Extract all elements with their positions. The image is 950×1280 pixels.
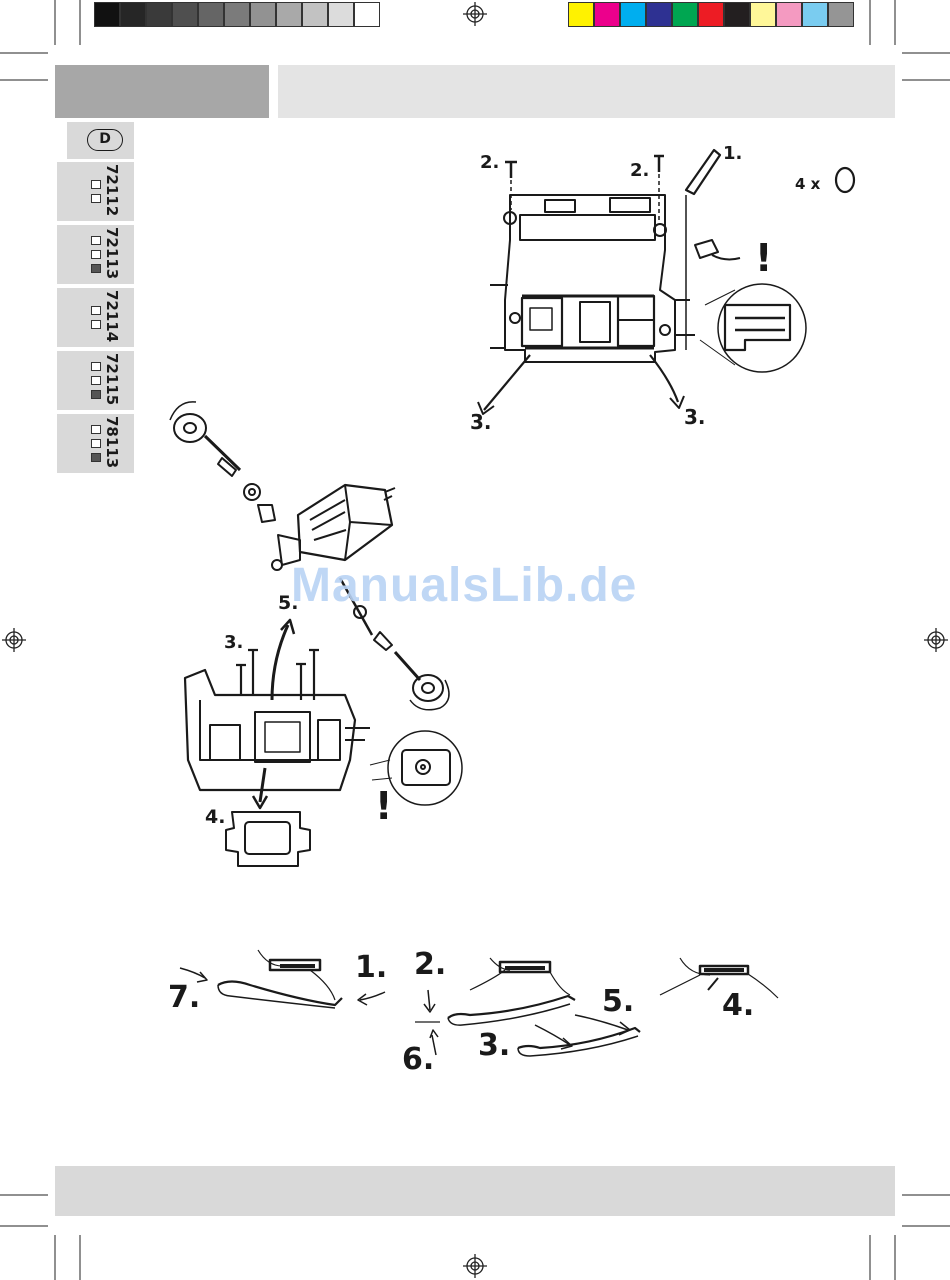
step-label: 5. bbox=[602, 984, 634, 1019]
step-label: 4. bbox=[722, 988, 754, 1023]
footer-band bbox=[55, 1166, 895, 1216]
step-label: 7. bbox=[168, 980, 200, 1015]
step-label: 1. bbox=[355, 950, 387, 985]
watermark: ManualsLib.de bbox=[291, 558, 637, 613]
step-label: 6. bbox=[402, 1042, 434, 1077]
step-label: 3. bbox=[478, 1028, 510, 1063]
step-label: 2. bbox=[414, 947, 446, 982]
replacement-spring bbox=[518, 1028, 640, 1048]
contact-spring bbox=[448, 996, 575, 1018]
